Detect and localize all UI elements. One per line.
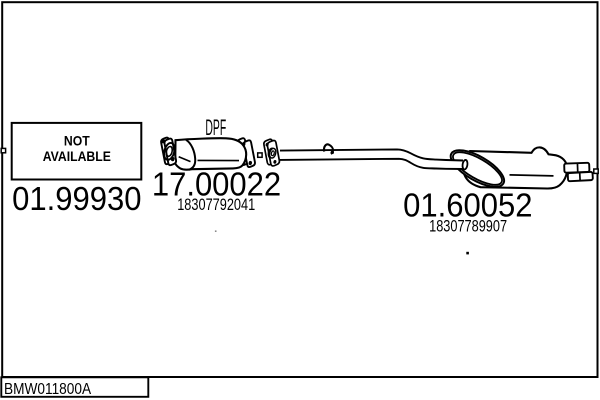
muffler-drawing — [449, 146, 569, 190]
dpf-inlet-port-outer — [163, 142, 176, 161]
tailpipe-lower — [566, 170, 594, 183]
not-available-box — [10, 121, 143, 181]
gasket-flange — [263, 138, 281, 167]
section-dpf: DPF — [152, 115, 281, 232]
section-rear-muffler: 01.60052 18307789907 — [279, 143, 599, 255]
rear-muffler-oem-number: 18307789907 — [429, 217, 507, 236]
section-front-pipe: NOT AVAILABLE 01.99930 — [10, 121, 143, 217]
speck-dot-small — [214, 230, 217, 232]
connection-marker-left — [0, 147, 7, 154]
connection-marker-right — [593, 168, 599, 175]
pipe-bottom-edge — [279, 157, 464, 170]
rear-muffler-code: 01.60052 — [403, 187, 532, 224]
dpf-cone-highlight-line — [178, 156, 191, 163]
drawing-code-text: BMW011800A — [4, 381, 91, 398]
dpf-body — [174, 137, 248, 171]
pipe-fill — [280, 149, 463, 169]
pipe-hanger-hook-end — [330, 150, 334, 155]
dpf-label: DPF — [205, 115, 226, 141]
dpf-code: 17.00022 — [152, 166, 281, 203]
not-available-line2: AVAILABLE — [43, 148, 111, 164]
gasket-port-inner — [270, 150, 275, 157]
dpf-outlet-bolt-hole-bottom — [248, 160, 253, 166]
pipe-end-cap — [461, 159, 469, 171]
gasket-bolt-hole-top — [265, 142, 269, 147]
dpf-body-end-oval — [185, 138, 197, 171]
muffler-seam-line — [509, 174, 554, 177]
dpf-drawing — [160, 136, 281, 171]
dpf-inlet-bolt-hole-bottom — [170, 156, 175, 162]
front-pipe-code: 01.99930 — [12, 180, 141, 217]
diagram-frame — [1, 1, 599, 378]
speck-dot — [466, 251, 469, 255]
dpf-inlet-bolt-hole-top — [161, 139, 166, 144]
muffler-front-oval-inner — [452, 151, 503, 186]
connection-marker-dpf — [256, 152, 263, 159]
drawing-code-border — [0, 376, 150, 398]
dpf-oem-number: 18307792041 — [177, 195, 255, 214]
drawing-code-box: BMW011800A — [0, 376, 150, 398]
dpf-inlet-port-inner — [165, 145, 174, 158]
gasket-bolt-hole-bottom — [273, 160, 277, 164]
not-available-line1: NOT — [64, 133, 90, 149]
pipe-top-edge — [279, 148, 464, 162]
connecting-pipe — [279, 143, 469, 171]
dpf-outlet-bolt-hole-top — [241, 142, 246, 147]
frame-border — [1, 1, 599, 378]
tailpipe-upper — [563, 161, 591, 174]
muffler-edge-between-pipes — [565, 171, 569, 176]
